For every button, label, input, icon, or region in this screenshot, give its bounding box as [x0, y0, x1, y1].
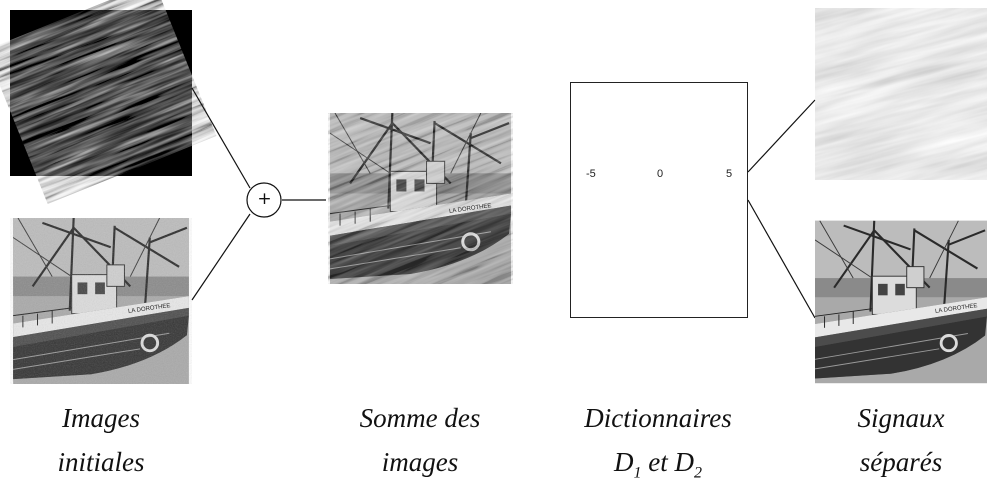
connector-lines: [191, 87, 816, 319]
separated-boat-image: [815, 220, 987, 384]
dictionary-box: [570, 82, 748, 318]
sum-operator: [246, 182, 282, 218]
tick-label-0: 0: [657, 168, 664, 180]
initial-boat-image: [10, 218, 192, 384]
caption-initial-images: Images initiales: [57, 403, 145, 477]
separated-texture-image: [815, 8, 987, 180]
caption-dictionaries: Dictionnaires D1 et D2: [584, 403, 732, 482]
caption-sum-images: Somme des images: [359, 403, 481, 477]
plus-symbol: +: [257, 189, 272, 209]
tick-label-5: 5: [726, 168, 733, 180]
sum-image: [328, 113, 513, 284]
caption-separated-signals: Signaux séparés: [857, 403, 945, 477]
tick-label-neg5: -5: [586, 168, 596, 180]
diagram-stage: + LA DOROTHEE LA DOROTHEE LA DOROTHEE -5…: [0, 0, 987, 481]
